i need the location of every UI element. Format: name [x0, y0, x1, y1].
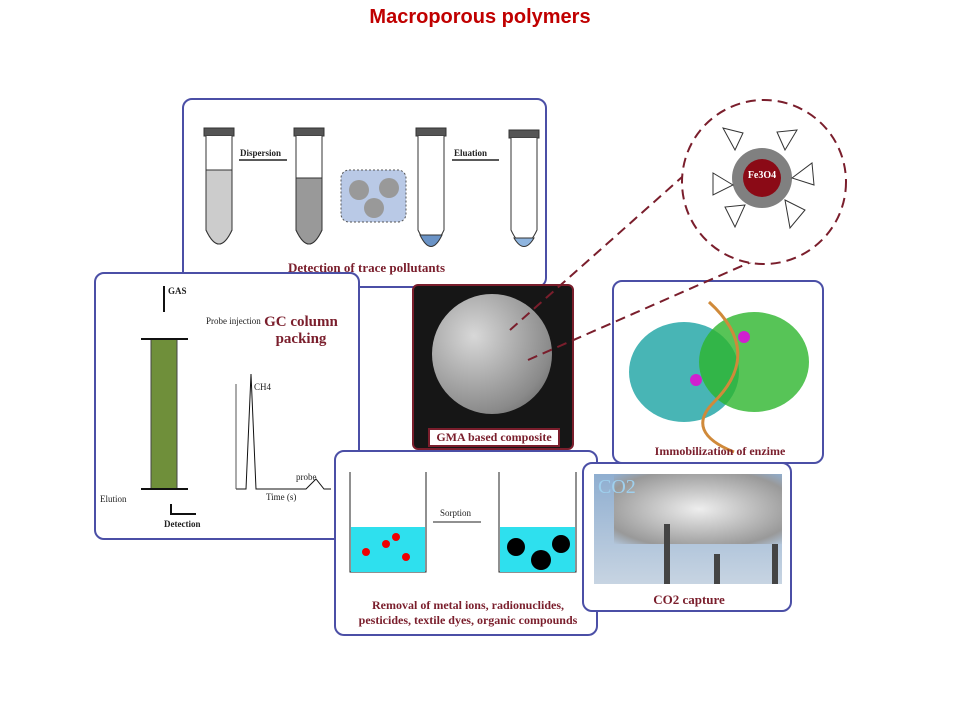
test-tubes-illustration	[203, 127, 540, 247]
page-title: Macroporous polymers	[369, 6, 591, 28]
time-axis-label: Time (s)	[266, 492, 297, 502]
eluation-label: Eluation	[454, 148, 488, 158]
co2-overlay: CO2	[598, 476, 636, 498]
gc-caption-line1: GC column	[264, 314, 338, 330]
tube-3	[415, 127, 447, 247]
panel-gc-column: GAS Probe injection Elution Detection CH…	[94, 272, 360, 540]
tube-1	[203, 127, 235, 245]
elution-label: Elution	[100, 494, 127, 504]
sorption-caption: Removal of metal ions, radionuclides, pe…	[336, 598, 600, 628]
nanoparticle-label: Fe3O4	[747, 170, 777, 181]
tube-2	[293, 127, 325, 245]
enzyme-structure	[629, 300, 809, 454]
peak-ch4-label: CH4	[254, 382, 272, 392]
enzyme-caption: Immobilization of enzime	[654, 444, 786, 458]
gc-caption-line2: packing	[275, 331, 327, 347]
panel-sorption: Sorption Removal of metal ions, radionuc…	[334, 450, 598, 636]
gc-caption: GC column packing	[246, 314, 356, 348]
panel-sem: GMA based composite	[412, 284, 574, 450]
beakers-illustration	[349, 472, 577, 573]
panel-co2: CO2 CO2 capture	[582, 462, 792, 612]
sorption-label: Sorption	[440, 508, 472, 518]
gas-label: GAS	[168, 286, 187, 296]
sem-sphere	[432, 294, 552, 414]
chromatogram-line	[236, 373, 331, 490]
co2-caption: CO2 capture	[653, 592, 725, 607]
dispersion-label: Dispersion	[240, 148, 282, 158]
sorption-caption-line2: pesticides, textile dyes, organic compou…	[358, 613, 578, 627]
packed-column	[150, 338, 178, 490]
probe-injection-label: Probe injection	[206, 316, 261, 326]
panel-enzyme: Immobilization of enzime	[612, 280, 824, 464]
panel-detection: Dispersion Eluation Detection of trace p…	[182, 98, 547, 288]
sorption-caption-line1: Removal of metal ions, radionuclides,	[372, 598, 564, 612]
detection-caption: Detection of trace pollutants	[287, 260, 446, 275]
detection-label: Detection	[164, 519, 201, 529]
sem-caption: GMA based composite	[428, 428, 560, 447]
nanoparticle-core	[743, 159, 781, 197]
smokestack-photo: CO2	[594, 474, 782, 584]
peak-probe-label: probe	[296, 472, 317, 482]
tube-4	[508, 129, 540, 247]
gc-column-illustration	[141, 286, 331, 515]
